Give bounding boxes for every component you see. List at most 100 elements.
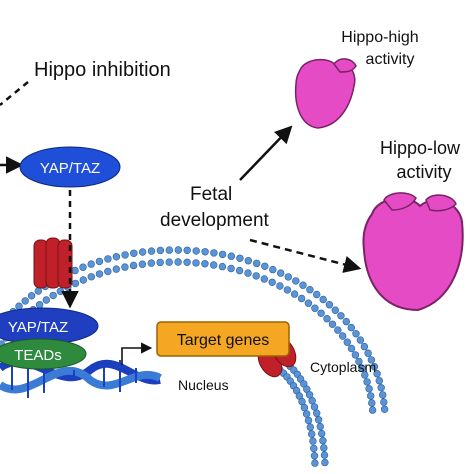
lipid-head [218, 262, 227, 271]
lipid-head [373, 370, 381, 378]
lipid-head [42, 296, 50, 304]
arrow-to-hippo-high [239, 125, 293, 181]
yap-taz-cytoplasmic: YAP/TAZ [19, 146, 121, 188]
lipid-head [138, 260, 147, 268]
arrow-to-target-genes [121, 342, 153, 365]
lipid-head [147, 259, 156, 267]
lipid-head [306, 286, 314, 294]
lipid-head [95, 270, 104, 278]
lipid-head [21, 297, 29, 305]
lipid-head [121, 263, 129, 271]
lipid-head [365, 385, 373, 393]
lipid-head [316, 422, 324, 431]
lipid-head [308, 430, 316, 438]
lipid-head [183, 258, 191, 266]
lipid-head [352, 330, 360, 338]
fetal-label: Fetal [190, 184, 232, 205]
lipid-head [192, 247, 200, 255]
lipid-head [87, 273, 96, 281]
lipid-head [290, 290, 299, 298]
lipid-head [356, 336, 365, 344]
lipid-head [302, 410, 311, 418]
lipid-head [227, 264, 235, 273]
lipid-head [361, 371, 369, 379]
lipid-head [297, 294, 306, 303]
lipid-head [317, 309, 325, 317]
lipid-head [308, 397, 316, 405]
lipid-head [130, 249, 138, 258]
heart-large-icon [362, 192, 464, 312]
lipid-head [319, 295, 327, 304]
hippo-inhibition-dashed-line [0, 81, 29, 106]
lipid-head [15, 302, 23, 310]
lipid-head [71, 279, 80, 288]
lipid-head [27, 292, 36, 300]
lipid-head [377, 384, 385, 392]
teads-label: TEADs [14, 347, 62, 364]
lipid-head [227, 252, 236, 260]
lipid-head [320, 451, 329, 459]
lipid-head [138, 248, 147, 256]
lipid-head [368, 399, 376, 407]
lipid-head [334, 326, 342, 334]
lipid-head [355, 357, 363, 366]
lipid-head [347, 323, 355, 332]
lipid-head [363, 378, 371, 386]
lipid-head [368, 406, 377, 414]
lipid-head [112, 265, 121, 273]
lipid-head [320, 444, 328, 452]
lipid-head [121, 251, 129, 259]
lipid-head [183, 246, 191, 255]
nucleus-label: Nucleus [178, 377, 229, 393]
lipid-head [165, 258, 173, 266]
lipid-head [313, 290, 321, 299]
lipid-head [269, 265, 277, 274]
hippo-high-label: Hippo-high [341, 29, 418, 46]
lipid-head [310, 403, 319, 411]
lipid-head [276, 282, 284, 290]
lipid-head [299, 281, 307, 289]
lipid-head [104, 267, 112, 276]
yap-taz-nuclear: YAP/TAZ [0, 307, 99, 345]
lipid-head [321, 458, 329, 467]
development-label: development [160, 210, 270, 231]
lipid-head [337, 312, 345, 320]
lipid-head [165, 246, 174, 254]
lipid-head [253, 259, 261, 268]
hippo-low-label: Hippo-low [380, 138, 461, 158]
lipid-head [218, 250, 227, 259]
lipid-head [306, 423, 314, 431]
lipid-head [284, 273, 292, 281]
lipid-head [339, 332, 347, 340]
lipid-head [370, 363, 379, 371]
lipid-head [309, 437, 317, 445]
lipid-head [351, 351, 360, 359]
lipid-head [310, 452, 319, 460]
lipid-head [147, 247, 156, 255]
yap-taz-cytoplasm-label: YAP/TAZ [40, 160, 100, 177]
lipid-head [210, 261, 218, 269]
lipid-head [156, 258, 164, 267]
lipid-head [360, 342, 369, 351]
lipid-head [314, 416, 323, 424]
teads: TEADs [0, 338, 87, 370]
lipid-head [201, 248, 209, 256]
lipid-head [261, 262, 269, 270]
lipid-head [244, 269, 252, 277]
lipid-head [95, 257, 104, 266]
lipid-head [313, 409, 321, 417]
cytoplasm-label: Cytoplasm [310, 359, 376, 375]
lipid-head [79, 263, 87, 271]
lipid-head [235, 266, 244, 275]
lipid-head [210, 249, 218, 257]
lipid-head [260, 275, 268, 283]
lipid-head [328, 320, 337, 328]
lipid-head [252, 272, 260, 280]
lipid-head [358, 364, 366, 372]
dashed-arrow-to-hippo-low [249, 238, 362, 273]
lipid-head [201, 260, 209, 268]
lipid-head [304, 299, 313, 307]
lipid-head [342, 317, 350, 326]
heart-small-icon [294, 58, 357, 129]
